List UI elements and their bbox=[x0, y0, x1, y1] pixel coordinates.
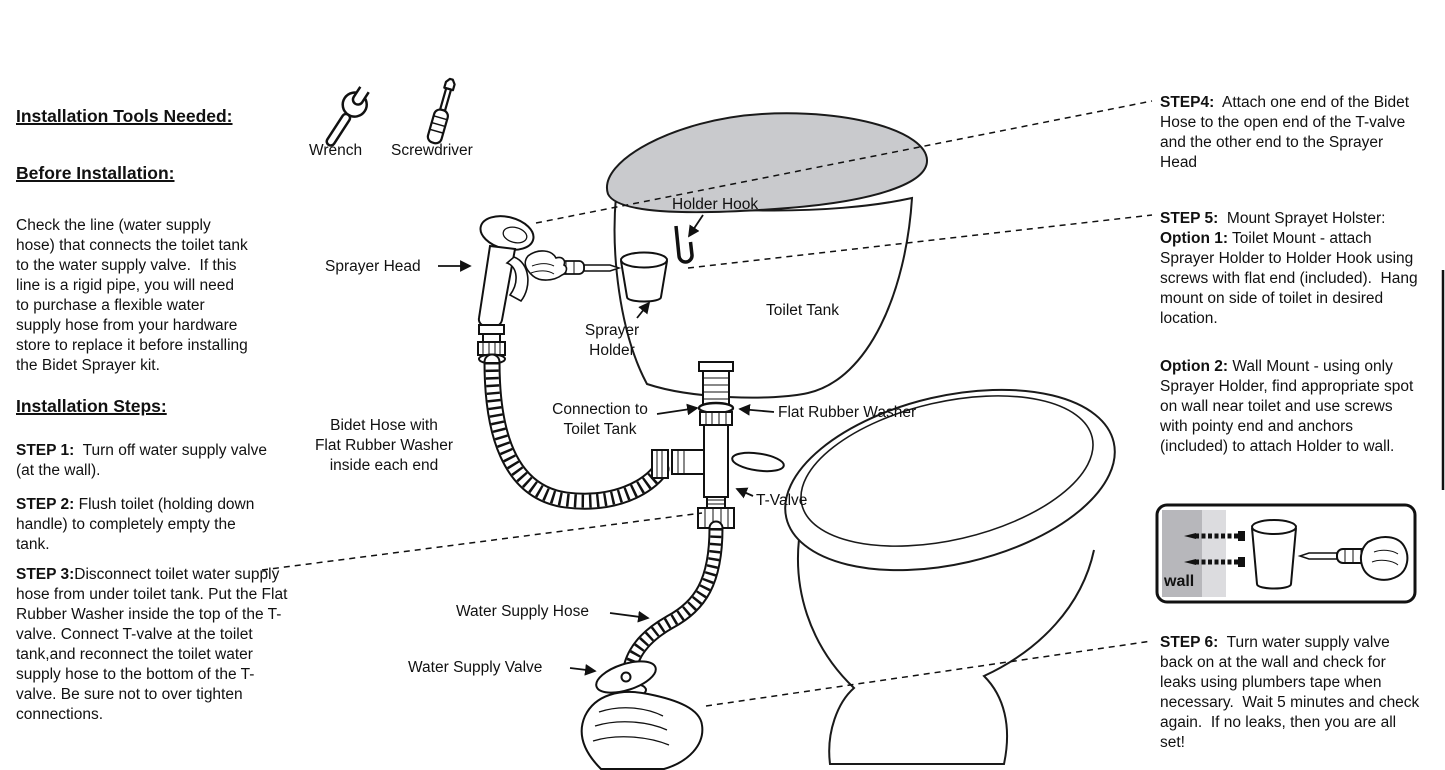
t-valve-label: T-Valve bbox=[756, 492, 808, 509]
option-2: Option 2: Wall Mount - using only Spraye… bbox=[1160, 357, 1418, 457]
dashed-leaders bbox=[261, 100, 1153, 707]
flat-rubber-washer-label: Flat Rubber Washer bbox=[778, 404, 917, 421]
inset-sprayer-holder bbox=[1251, 519, 1297, 590]
wall-screws bbox=[1184, 531, 1245, 567]
step-4: STEP4: Attach one end of the Bidet Hose … bbox=[1160, 93, 1418, 173]
water-supply-hose-label: Water Supply Hose bbox=[456, 603, 589, 620]
screwdriver-label: Screwdriver bbox=[391, 142, 473, 159]
inset-screwdriver-hand bbox=[1297, 536, 1409, 581]
sprayer-holder-illustration bbox=[620, 251, 668, 303]
hand-illustration bbox=[580, 690, 704, 770]
connection-to-tank-label: Connection to Toilet Tank bbox=[552, 401, 648, 438]
installation-steps-heading: Installation Steps: bbox=[16, 396, 167, 416]
wall-mount-inset bbox=[1155, 503, 1417, 604]
step-6: STEP 6: Turn water supply valve back on … bbox=[1160, 633, 1422, 753]
step-6-text: Turn water supply valve back on at the w… bbox=[1160, 634, 1424, 751]
step-3-label: STEP 3: bbox=[16, 566, 75, 583]
holder-hook-illustration bbox=[674, 225, 694, 264]
step-2: STEP 2: Flush toilet (holding down handl… bbox=[16, 495, 266, 555]
step-2-label: STEP 2: bbox=[16, 496, 75, 513]
bidet-hose-label: Bidet Hose with Flat Rubber Washer insid… bbox=[314, 417, 454, 474]
step-1: STEP 1: Turn off water supply valve (at … bbox=[16, 441, 284, 481]
hand-with-screwdriver bbox=[524, 250, 622, 281]
screwdriver-icon bbox=[426, 77, 456, 145]
before-installation-text: Check the line (water supply hose) that … bbox=[16, 217, 248, 374]
option-2-label: Option 2: bbox=[1160, 358, 1229, 375]
toilet-tank-body bbox=[613, 194, 914, 399]
toilet-illustration bbox=[605, 112, 1116, 765]
tank-connection-illustration bbox=[698, 361, 734, 406]
tools-heading: Installation Tools Needed: bbox=[16, 106, 233, 126]
option-1-text: Toilet Mount - attach Sprayer Holder to … bbox=[1160, 230, 1422, 327]
step-3-text: Disconnect toilet water supply hose from… bbox=[16, 566, 292, 723]
t-valve-illustration bbox=[671, 411, 785, 529]
bidet-hose-illustration bbox=[483, 353, 670, 510]
wrench-icon bbox=[325, 86, 370, 147]
toilet-tank-lid bbox=[605, 112, 929, 214]
step-2-text: Flush toilet (holding down handle) to co… bbox=[16, 496, 259, 553]
step-1-text: Turn off water supply valve (at the wall… bbox=[16, 442, 276, 479]
before-installation-heading: Before Installation: bbox=[16, 163, 175, 183]
step-5-label: STEP 5: bbox=[1160, 210, 1219, 227]
toilet-tank-label: Toilet Tank bbox=[766, 302, 839, 319]
option-2-text: Wall Mount - using only Sprayer Holder, … bbox=[1160, 358, 1418, 455]
step-6-label: STEP 6: bbox=[1160, 634, 1219, 651]
option-1-label: Option 1: bbox=[1160, 230, 1229, 247]
wrench-label: Wrench bbox=[309, 142, 363, 159]
step-1-label: STEP 1: bbox=[16, 442, 75, 459]
toilet-seat-inner bbox=[800, 395, 1094, 547]
step-5-intro: Mount Sprayet Holster: bbox=[1218, 210, 1390, 227]
holder-hook-label: Holder Hook bbox=[672, 196, 759, 213]
toilet-bowl-body bbox=[797, 519, 1095, 765]
wall-label: wall bbox=[1164, 573, 1195, 590]
water-supply-valve-label: Water Supply Valve bbox=[408, 659, 543, 676]
step-4-label: STEP4: bbox=[1160, 94, 1215, 111]
step-5: STEP 5: Mount Sprayet Holster: Option 1:… bbox=[1160, 209, 1418, 329]
sprayer-head-illustration bbox=[477, 215, 535, 365]
sprayer-head-label: Sprayer Head bbox=[325, 258, 421, 275]
sprayer-holder-label: Sprayer Holder bbox=[584, 322, 640, 359]
step-3: STEP 3:Disconnect toilet water supply ho… bbox=[16, 565, 288, 725]
step-4-text: Attach one end of the Bidet Hose to the … bbox=[1160, 94, 1414, 171]
label-arrows bbox=[438, 214, 775, 676]
